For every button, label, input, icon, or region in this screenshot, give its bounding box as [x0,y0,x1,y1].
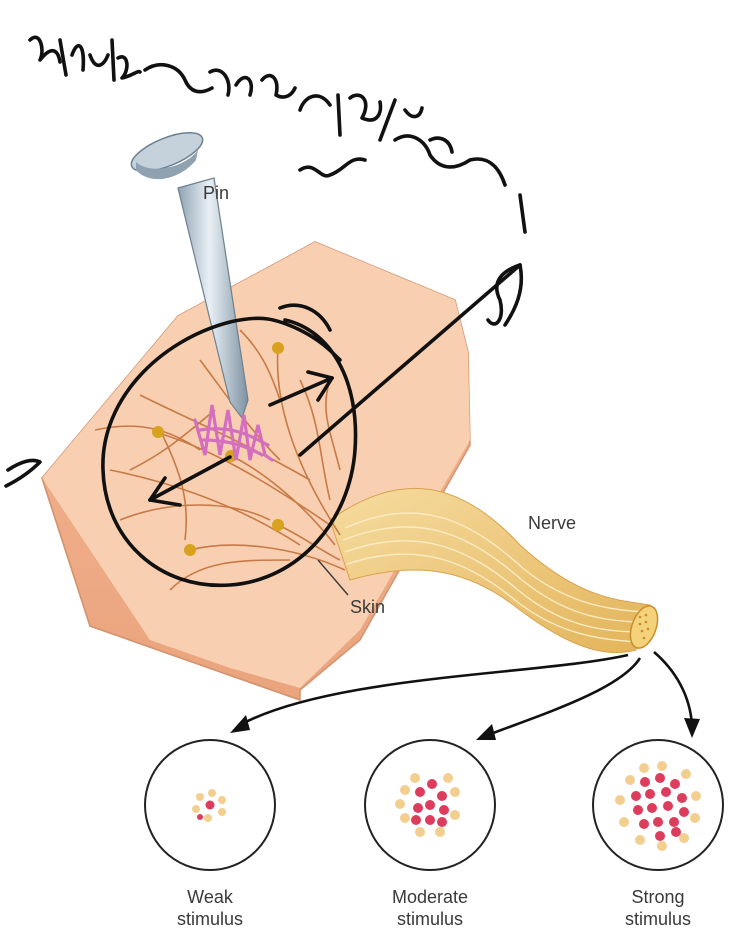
weak-stimulus-diagram [145,740,275,870]
skin-label: Skin [350,596,385,618]
pin-label: Pin [203,182,229,204]
caption-line: Moderate [360,886,500,908]
strong-stimulus-diagram [593,740,723,870]
caption-line: stimulus [140,908,280,930]
moderate-stimulus-caption: Moderate stimulus [360,886,500,930]
moderate-stimulus-diagram [365,740,495,870]
nerve-bundle [330,488,663,652]
nerve-label: Nerve [528,512,576,534]
strong-stimulus-caption: Strong stimulus [588,886,728,930]
caption-line: Weak [140,886,280,908]
caption-line: stimulus [360,908,500,930]
caption-line: stimulus [588,908,728,930]
caption-line: Strong [588,886,728,908]
arrowheads [230,715,700,740]
weak-stimulus-caption: Weak stimulus [140,886,280,930]
